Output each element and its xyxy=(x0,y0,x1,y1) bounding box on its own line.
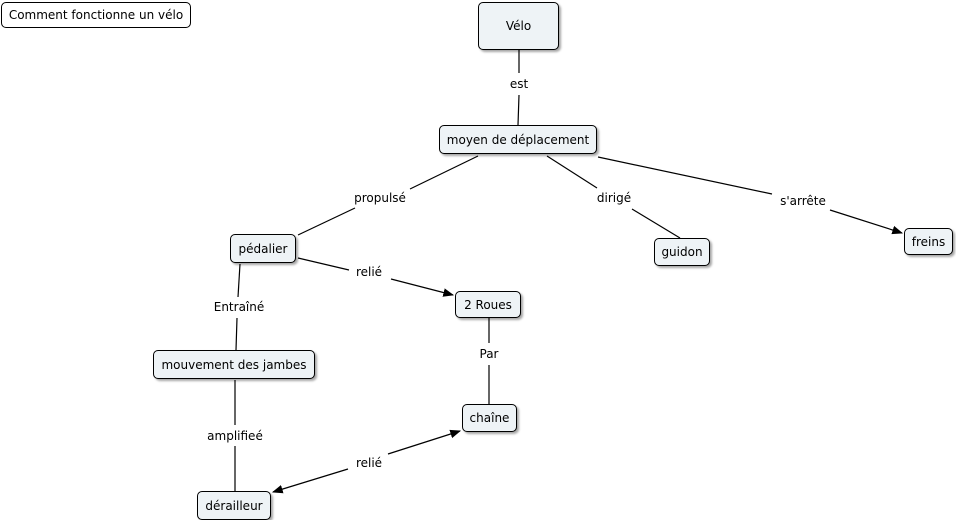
edge-propulse-pedalier xyxy=(297,207,356,236)
concept-moyen-de-deplacement[interactable]: moyen de déplacement xyxy=(439,125,597,154)
link-label-propulse: propulsé xyxy=(351,190,409,206)
edge-est-moyen xyxy=(517,94,520,126)
edge-relie-roues xyxy=(390,278,455,297)
concept-freins[interactable]: freins xyxy=(904,228,953,255)
edge-entraine-mouvement xyxy=(235,317,238,351)
concept-guidon[interactable]: guidon xyxy=(654,238,710,266)
concept-derailleur[interactable]: dérailleur xyxy=(197,491,271,520)
concept-chaine[interactable]: chaîne xyxy=(462,404,517,432)
edge-moyen-sarrete xyxy=(597,156,773,195)
link-label-relie-roues: relié xyxy=(352,264,386,280)
concept-velo[interactable]: Vélo xyxy=(478,2,559,50)
edge-pedalier-relie xyxy=(297,257,350,271)
link-label-relie-derailleur: relié xyxy=(352,455,386,471)
edge-moyen-propulse xyxy=(409,155,479,190)
concept-mouvement-des-jambes[interactable]: mouvement des jambes xyxy=(153,350,315,379)
link-label-dirige: dirigé xyxy=(593,190,635,206)
edge-pedalier-entraine xyxy=(237,263,241,298)
link-label-entraine: Entraîné xyxy=(210,299,268,315)
edge-sarrete-freins xyxy=(829,209,904,235)
edge-relie-derailleur xyxy=(271,468,349,494)
link-label-par: Par xyxy=(476,346,502,362)
link-label-est: est xyxy=(506,76,532,92)
concept-2-roues[interactable]: 2 Roues xyxy=(455,291,521,318)
link-label-amplifiee: amplifieé xyxy=(204,428,266,444)
edge-moyen-dirige xyxy=(546,155,598,189)
concept-pedalier[interactable]: pédalier xyxy=(230,234,296,263)
edge-chaine-relie xyxy=(387,429,462,455)
map-title: Comment fonctionne un vélo xyxy=(1,2,191,28)
edge-dirige-guidon xyxy=(631,208,681,239)
link-label-sarrete: s'arrête xyxy=(777,193,829,209)
